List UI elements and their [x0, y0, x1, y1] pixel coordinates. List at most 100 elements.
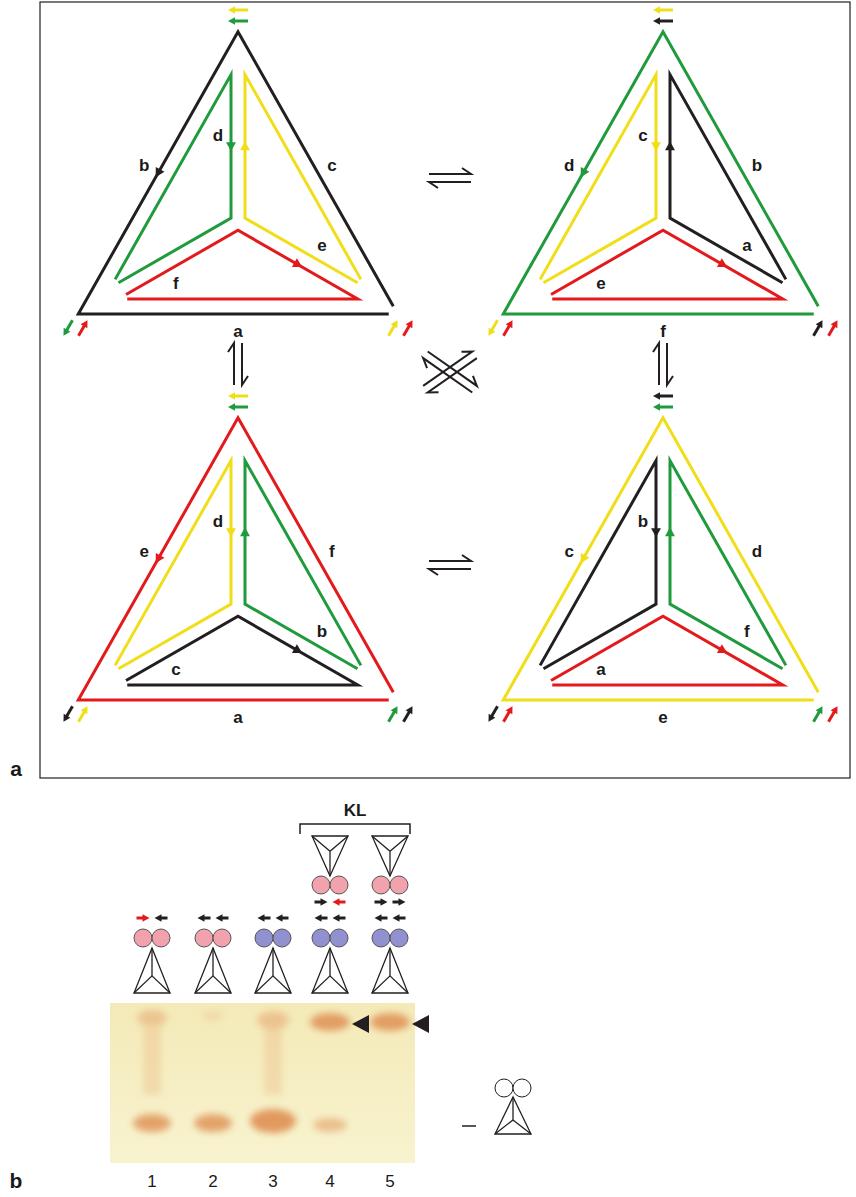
arrow-head	[717, 644, 727, 653]
gel-smear	[264, 1025, 282, 1095]
protein-subunit	[213, 929, 231, 947]
arrow-head	[651, 142, 661, 151]
arrow-head	[717, 258, 727, 267]
harpoon	[429, 569, 471, 575]
lane-number: 4	[325, 1173, 334, 1190]
protein-subunit	[513, 1079, 531, 1097]
arrow-head	[315, 914, 322, 922]
harpoon	[429, 555, 471, 561]
arrow-head	[228, 392, 235, 400]
strand-label: f	[744, 622, 750, 639]
dna-strand	[126, 616, 358, 685]
arrow-head	[226, 142, 236, 151]
arrow-head	[506, 706, 513, 714]
arrow-head	[292, 258, 302, 267]
strand-label: b	[317, 622, 327, 639]
protein-subunit	[195, 929, 213, 947]
arrow-head	[381, 898, 388, 906]
protein-subunit	[372, 929, 390, 947]
strand-label: f	[173, 275, 179, 292]
junction-diagram	[489, 392, 838, 722]
gel-band	[137, 1010, 167, 1026]
equilibrium-arrow	[429, 168, 471, 188]
arrow-head	[399, 898, 406, 906]
band-marker	[352, 1015, 369, 1033]
harpoon	[428, 358, 477, 392]
junction-arm	[212, 948, 213, 976]
junction-icon	[372, 836, 408, 876]
junction-icon	[372, 948, 408, 993]
lane-icon	[195, 914, 231, 993]
arrow-head	[831, 706, 838, 714]
strand-label: d	[213, 127, 223, 144]
dna-strand	[245, 461, 361, 669]
lane-number: 3	[268, 1173, 277, 1190]
protein-subunit	[330, 929, 348, 947]
junction-arm	[390, 976, 408, 993]
arrow-head	[653, 17, 660, 25]
arrow-head	[198, 914, 205, 922]
strand-label: b	[139, 157, 149, 174]
strand-label: e	[139, 543, 148, 560]
arrow-head	[406, 320, 413, 328]
arrow-head	[333, 914, 340, 922]
arrow-head	[333, 898, 340, 906]
protein-subunit	[273, 929, 291, 947]
dna-strand	[551, 230, 783, 299]
strand-label: a	[596, 661, 605, 678]
junction-icon	[195, 948, 231, 993]
junction-arm	[152, 976, 170, 993]
junction-arm	[255, 976, 273, 993]
arrow-head	[292, 644, 302, 653]
strand-label: f	[329, 543, 335, 560]
dna-strand	[670, 461, 786, 669]
harpoon	[423, 352, 472, 386]
equilibrium-arrow	[423, 352, 477, 393]
equilibrium-arrow	[653, 343, 673, 385]
panel-frame	[40, 2, 850, 778]
arrow-head	[156, 167, 165, 177]
arrow-head	[258, 914, 265, 922]
strand-label: f	[660, 323, 666, 340]
arrow-head	[81, 320, 88, 328]
lane-number: 1	[147, 1173, 156, 1190]
dna-strand	[78, 418, 393, 700]
lane-icon	[255, 914, 291, 993]
junction-arm	[273, 976, 291, 993]
strand-label: c	[327, 157, 336, 174]
strand-label: e	[596, 275, 605, 292]
junction-arm	[151, 948, 152, 976]
gel-smear	[143, 1025, 161, 1095]
arrow-head	[653, 403, 660, 411]
lane-icon	[312, 836, 348, 993]
arrow-head	[155, 914, 162, 922]
harpoon	[428, 352, 477, 386]
junction-arm	[372, 976, 390, 993]
junction-icon	[312, 948, 348, 993]
junction-diagram	[64, 392, 413, 722]
dna-strand	[540, 75, 656, 283]
strand-label: a	[742, 236, 751, 253]
dna-strand	[126, 230, 358, 299]
arrow-head	[228, 6, 235, 14]
dna-strand	[245, 75, 361, 283]
gel-band	[250, 1109, 296, 1133]
dna-strand	[115, 461, 231, 669]
arrow-head	[653, 6, 660, 14]
lane-number: 2	[208, 1173, 217, 1190]
junction-arm	[512, 1097, 513, 1120]
bracket	[300, 824, 410, 834]
protein-subunit	[152, 929, 170, 947]
junction-arm	[312, 836, 330, 851]
harpoon	[242, 343, 248, 385]
harpoon	[429, 182, 471, 188]
arrow-head	[156, 553, 165, 563]
harpoon	[228, 343, 234, 385]
junction-arm	[312, 976, 330, 993]
gel-band	[313, 1118, 347, 1132]
arrow-head	[276, 914, 283, 922]
arrow-head	[816, 320, 823, 328]
arrow-head	[665, 527, 675, 536]
